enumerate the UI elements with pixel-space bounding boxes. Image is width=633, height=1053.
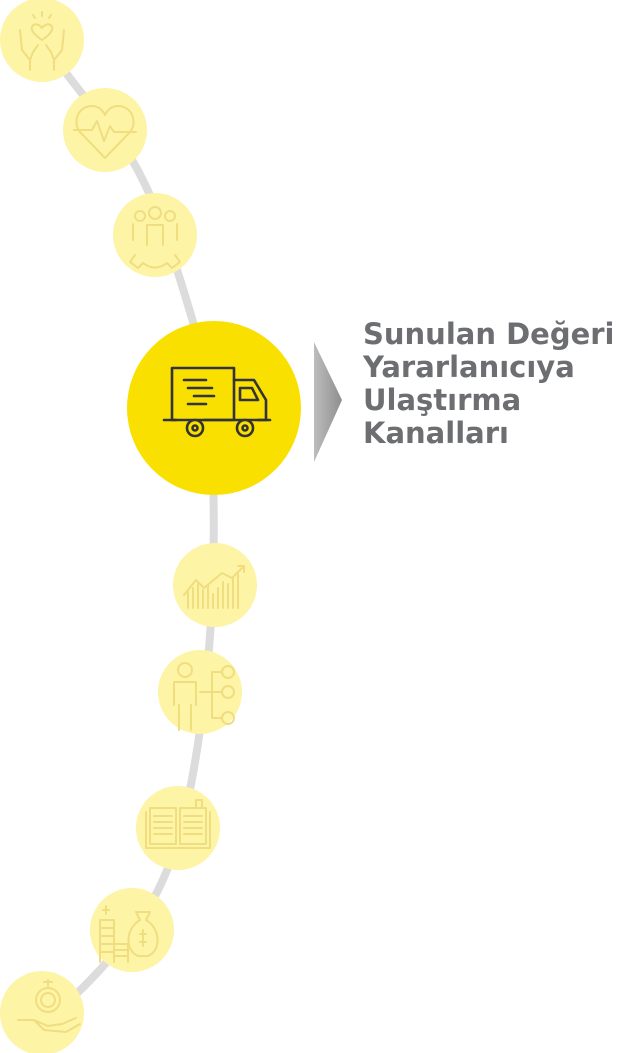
- step-6[interactable]: [158, 650, 242, 734]
- team-gear-icon: [129, 206, 181, 269]
- hand-coin-icon: [17, 979, 81, 1033]
- step-title-line-4: Kanalları: [363, 416, 509, 450]
- step-1[interactable]: [0, 0, 84, 82]
- open-book-icon: [145, 799, 211, 849]
- step-title-line-2: Yararlanıcıya: [363, 350, 575, 384]
- step-7[interactable]: [136, 786, 220, 870]
- step-title: Sunulan Değeri Yararlanıcıya Ulaştırma K…: [363, 318, 633, 450]
- step-title-line-1: Sunulan Değeri: [363, 317, 615, 351]
- step-title-line-3: Ulaştırma: [363, 383, 522, 417]
- hands-heart-icon: [19, 11, 65, 71]
- person-network-icon: [173, 662, 235, 731]
- connector-path: [38, 36, 218, 1029]
- money-bag-coins-icon: [99, 905, 159, 963]
- step-3[interactable]: [113, 193, 197, 277]
- step-4-active[interactable]: [127, 321, 301, 495]
- step-2[interactable]: [63, 88, 147, 172]
- pointer-arrow: [314, 342, 342, 462]
- delivery-truck-icon: [162, 366, 272, 438]
- step-9[interactable]: [0, 971, 84, 1053]
- step-5[interactable]: [173, 543, 257, 627]
- step-8[interactable]: [90, 888, 174, 972]
- growth-chart-icon: [183, 565, 245, 609]
- heartbeat-icon: [73, 105, 137, 159]
